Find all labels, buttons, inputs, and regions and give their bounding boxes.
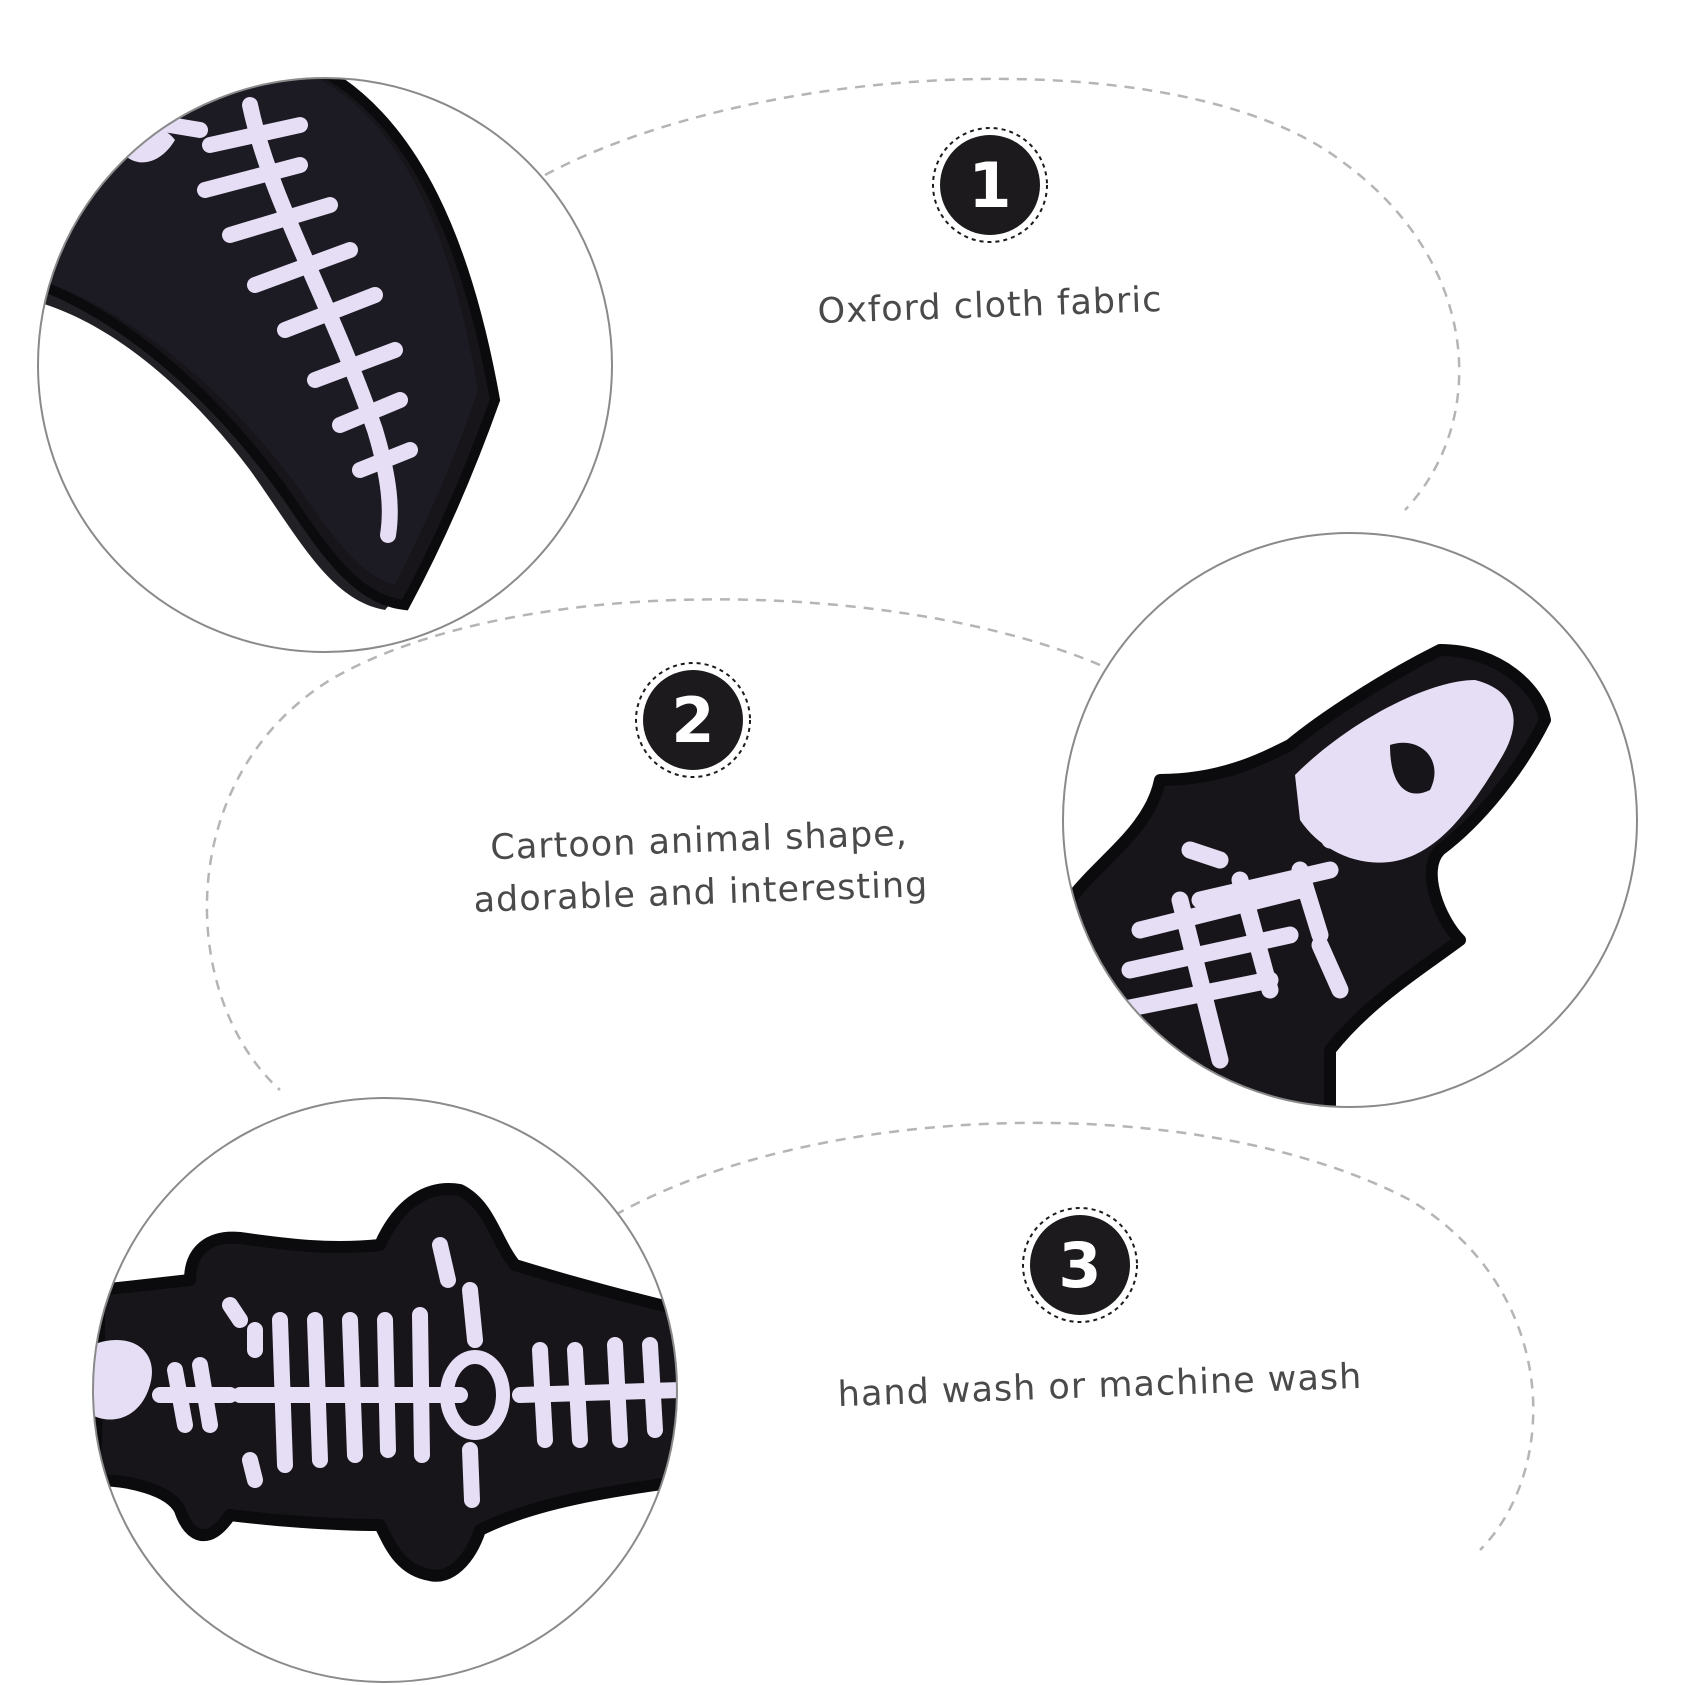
toy-body-closeup-image (92, 1097, 678, 1683)
badge-number-3: 3 (1058, 1229, 1101, 1302)
dashed-connector-1 (544, 77, 1461, 511)
number-badge-1: 1 (932, 127, 1048, 243)
number-badge-3: 3 (1022, 1207, 1138, 1323)
dashed-connector-3 (614, 1121, 1535, 1551)
badge-number-1: 1 (968, 149, 1011, 222)
number-badge-2: 2 (635, 662, 751, 778)
toy-head-closeup-image (1062, 532, 1638, 1108)
fabric-closeup-image (37, 77, 613, 653)
badge-number-2: 2 (671, 684, 714, 757)
dashed-connector-2 (205, 598, 1101, 1091)
feature-text-2: Cartoon animal shape, adorable and inter… (472, 813, 929, 921)
